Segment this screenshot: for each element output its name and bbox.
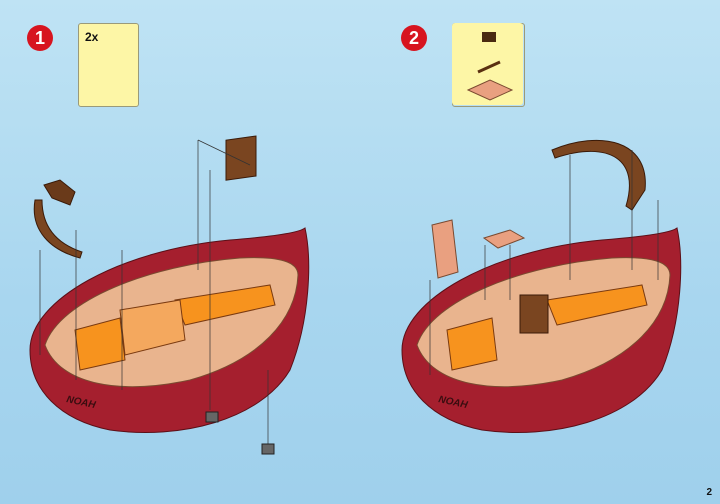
card-2-part bbox=[466, 32, 514, 101]
assembly-lines-2 bbox=[429, 150, 659, 375]
part-quantity: 2x bbox=[85, 30, 99, 44]
ark-hull-step-2: NOAH bbox=[401, 227, 682, 433]
ladder-part bbox=[431, 219, 459, 279]
parts-card-step-1: 2x bbox=[78, 23, 139, 107]
assembly-lines-1 bbox=[39, 139, 269, 445]
bow-figure-part bbox=[33, 179, 83, 259]
anchor-weights bbox=[205, 411, 275, 455]
step-number-badge: 1 bbox=[27, 25, 53, 51]
ark-hull-step-1: NOAH bbox=[29, 227, 310, 433]
gate-part bbox=[225, 135, 257, 181]
platform-part bbox=[482, 229, 526, 249]
page-number: 2 bbox=[706, 487, 712, 498]
step-number-badge: 2 bbox=[401, 25, 427, 51]
roof-arch-part bbox=[551, 139, 646, 211]
